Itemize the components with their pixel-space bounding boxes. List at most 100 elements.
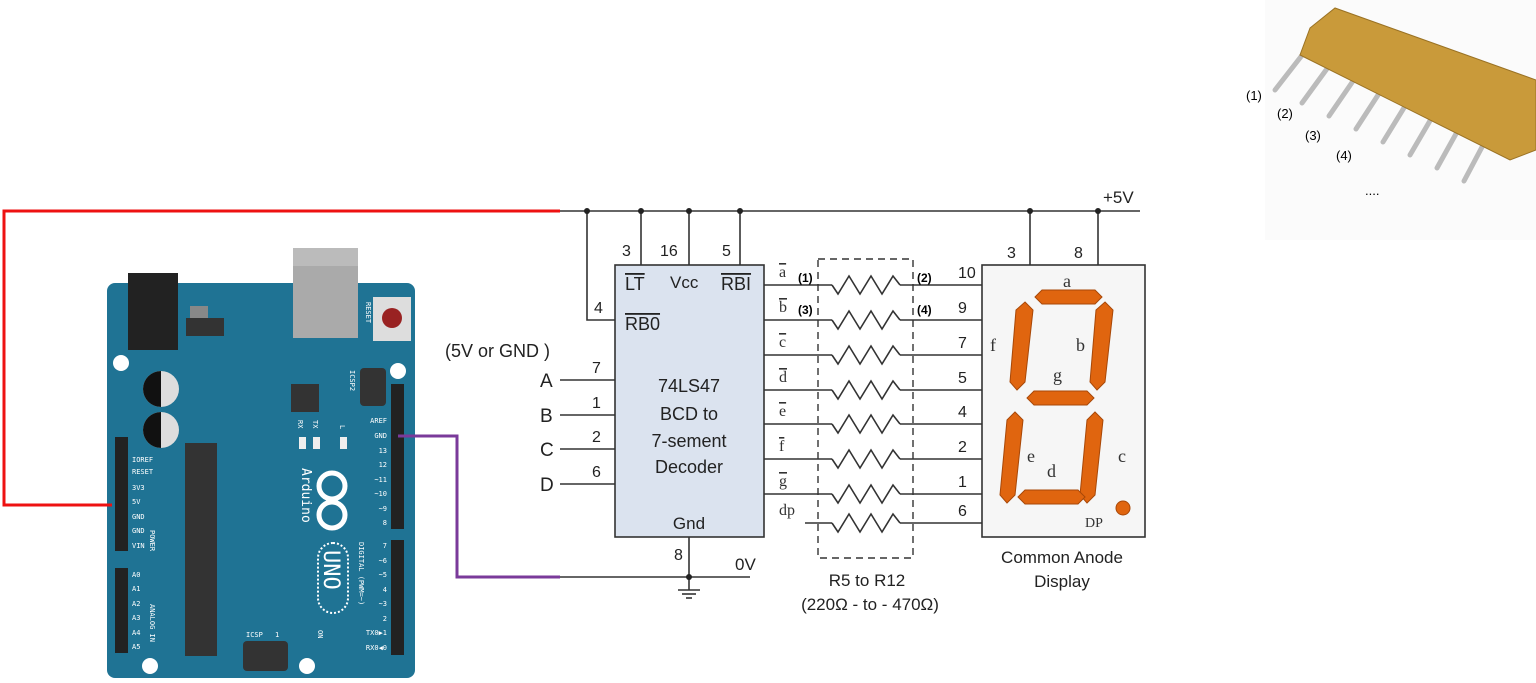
resistor xyxy=(831,309,901,331)
input-label: C xyxy=(540,440,554,461)
decoder-output-label: dp xyxy=(779,502,795,519)
analog-header[interactable] xyxy=(115,568,128,653)
svg-text:BCD to: BCD to xyxy=(660,404,718,424)
svg-text:(2): (2) xyxy=(1277,106,1293,121)
decoder-output-label: d xyxy=(779,369,787,386)
svg-text:A3: A3 xyxy=(132,614,140,622)
svg-text:~5: ~5 xyxy=(379,571,387,579)
svg-text:RX0◀0: RX0◀0 xyxy=(366,644,387,652)
svg-text:(3): (3) xyxy=(1305,128,1321,143)
input-label: D xyxy=(540,475,554,496)
decoder-output-label: g xyxy=(779,473,787,490)
resistor xyxy=(831,274,901,296)
segment-dp xyxy=(1115,500,1131,516)
resistor xyxy=(831,483,901,505)
svg-text:Common Anode: Common Anode xyxy=(1001,548,1123,567)
svg-text:3: 3 xyxy=(1007,245,1016,262)
display-pin-number: 10 xyxy=(958,265,976,282)
svg-text:TX: TX xyxy=(311,420,319,429)
vplus-label: +5V xyxy=(1103,188,1134,207)
svg-text:(4): (4) xyxy=(1336,148,1352,163)
supply-rail xyxy=(560,210,1140,599)
svg-text:DP: DP xyxy=(1085,516,1103,531)
resistor-pin-label: (2) xyxy=(917,271,932,285)
arduino-logo-text: Arduino xyxy=(298,468,313,523)
svg-text:DIGITAL (PWM=~): DIGITAL (PWM=~) xyxy=(357,542,365,605)
voltage-regulator xyxy=(186,318,224,336)
microcontroller-chip xyxy=(185,443,217,656)
segment-b xyxy=(1089,301,1114,391)
svg-text:RX: RX xyxy=(296,420,304,429)
gnd-wire xyxy=(398,434,560,579)
svg-text:RESET: RESET xyxy=(132,468,154,476)
svg-text:74LS47: 74LS47 xyxy=(658,376,720,396)
svg-text:g: g xyxy=(1053,365,1062,385)
svg-text:GND: GND xyxy=(132,513,145,521)
svg-text:ON: ON xyxy=(316,630,324,638)
svg-text:POWER: POWER xyxy=(148,530,156,552)
svg-text:GND: GND xyxy=(132,527,145,535)
display-pin-number: 2 xyxy=(958,439,967,456)
decoder-output-label: f xyxy=(779,438,785,455)
svg-text:b: b xyxy=(1076,335,1085,355)
resistor-pin-label: (3) xyxy=(798,303,813,317)
display-pin-number: 5 xyxy=(958,370,967,387)
decoder-output-label: c xyxy=(779,334,786,351)
uno-label: UNO xyxy=(318,550,343,590)
svg-text:~9: ~9 xyxy=(379,505,387,513)
svg-text:IOREF: IOREF xyxy=(132,456,153,464)
resistor-pin-label: (1) xyxy=(798,271,813,285)
svg-text:7-sement: 7-sement xyxy=(651,431,726,451)
zero-volt-label: 0V xyxy=(735,555,756,574)
svg-text:a: a xyxy=(1063,271,1071,291)
svg-text:AREF: AREF xyxy=(370,417,387,425)
svg-text:....: .... xyxy=(1365,183,1379,198)
svg-text:8: 8 xyxy=(383,519,387,527)
svg-text:~3: ~3 xyxy=(379,600,387,608)
resistor xyxy=(831,448,901,470)
resistor-array-box xyxy=(817,258,914,559)
digital-header-top[interactable] xyxy=(391,384,404,529)
svg-text:(1): (1) xyxy=(1246,88,1262,103)
svg-text:8: 8 xyxy=(674,547,683,564)
input-pin-number: 1 xyxy=(592,395,601,412)
digital-header-bottom[interactable] xyxy=(391,540,404,655)
svg-text:~6: ~6 xyxy=(379,557,387,565)
svg-text:Vcc: Vcc xyxy=(670,273,699,292)
svg-text:e: e xyxy=(1027,446,1035,466)
svg-text:A0: A0 xyxy=(132,571,140,579)
svg-text:L: L xyxy=(338,425,346,429)
svg-text:7: 7 xyxy=(383,542,387,550)
input-label: A xyxy=(540,371,553,392)
power-header[interactable] xyxy=(115,437,128,551)
resistor xyxy=(831,413,901,435)
display-pin-number: 6 xyxy=(958,503,967,520)
arduino-uno-board: RESET ICSP2 RX TX L Arduino UNO ICSP 1 O… xyxy=(107,248,415,678)
svg-text:RB0: RB0 xyxy=(625,314,660,334)
svg-text:ANALOG IN: ANALOG IN xyxy=(148,604,156,642)
svg-text:ICSP: ICSP xyxy=(246,631,263,639)
resistor-network-photo: (1) (2) (3) (4) .... xyxy=(1246,0,1536,240)
seven-segment-display: 3 8 a b c d e f g DP Common Anode Displa… xyxy=(981,245,1146,591)
svg-text:GND: GND xyxy=(374,432,387,440)
resistor xyxy=(831,379,901,401)
segment-d xyxy=(1017,489,1086,505)
resistor-pin-label: (4) xyxy=(917,303,932,317)
svg-text:8: 8 xyxy=(1074,245,1083,262)
svg-text:VIN: VIN xyxy=(132,542,145,550)
display-pin-number: 9 xyxy=(958,300,967,317)
svg-text:2: 2 xyxy=(383,615,387,623)
input-pin-number: 7 xyxy=(592,360,601,377)
input-pin-number: 2 xyxy=(592,429,601,446)
svg-text:4: 4 xyxy=(383,586,387,594)
svg-text:A1: A1 xyxy=(132,585,140,593)
svg-text:~10: ~10 xyxy=(374,490,387,498)
power-jack xyxy=(128,273,178,350)
svg-text:5: 5 xyxy=(722,243,731,260)
svg-text:16: 16 xyxy=(660,243,678,260)
icsp-header xyxy=(243,641,288,671)
svg-text:TX0▶1: TX0▶1 xyxy=(366,629,387,637)
svg-text:LT: LT xyxy=(625,274,645,294)
segment-g xyxy=(1026,390,1095,406)
